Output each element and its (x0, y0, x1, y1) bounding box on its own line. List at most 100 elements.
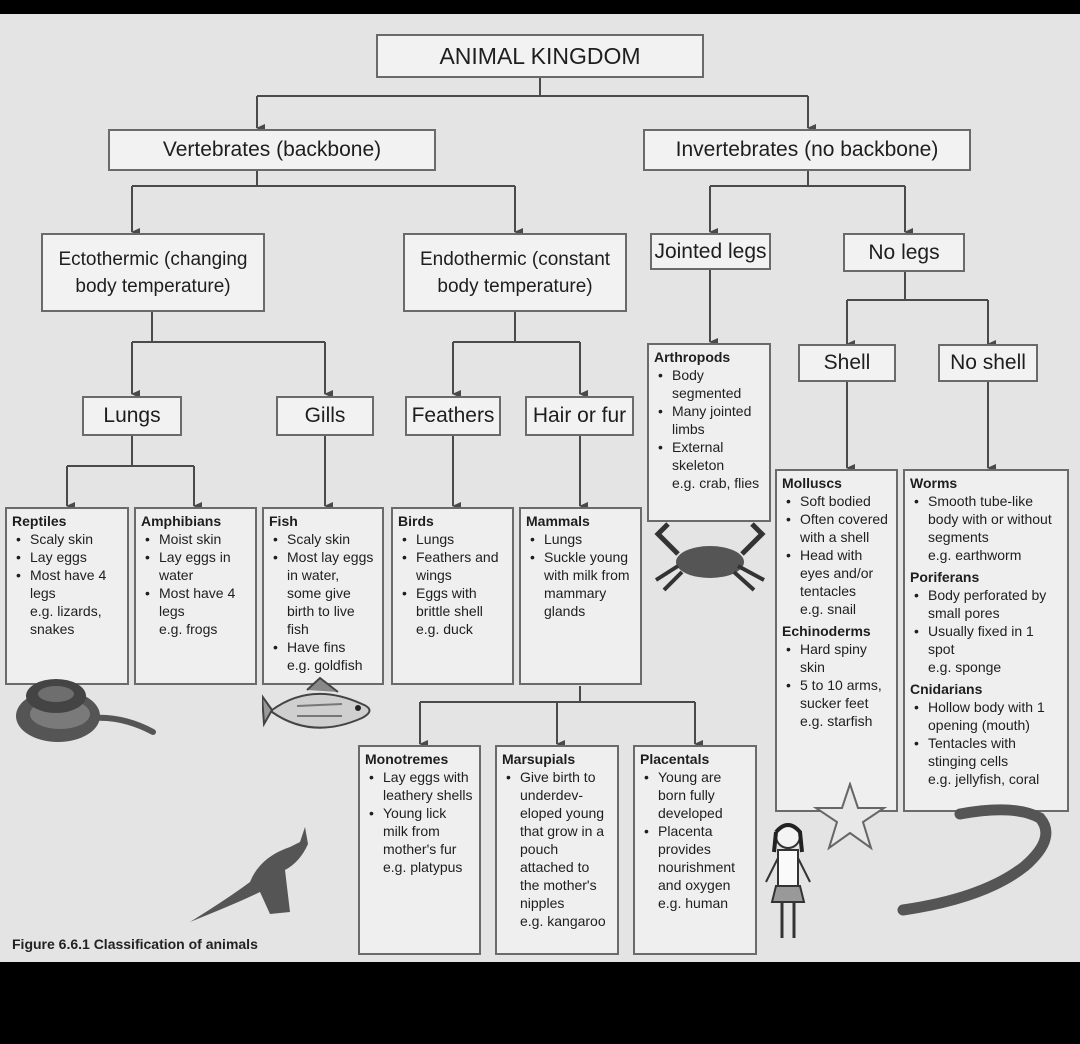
arthropods-item: Body segmented (658, 366, 764, 402)
amphibians-list: Moist skinLay eggs in waterMost have 4 l… (141, 530, 250, 620)
endothermic-label-line1: Endothermic (constant (419, 248, 611, 270)
girl-illustration (765, 823, 811, 938)
amphibians-item: Moist skin (145, 530, 250, 548)
arthropods-item: External skeleton (658, 438, 764, 474)
fish-title: Fish (269, 513, 298, 529)
fish-item: Most lay eggs in water, some give birth … (273, 548, 377, 638)
crab-illustration (654, 522, 766, 592)
connector-lines (66, 78, 996, 748)
jointed-legs-label: Jointed legs (654, 239, 767, 263)
reptiles-item: Most have 4 legs (16, 566, 122, 602)
cnidarians-example: e.g. jellyfish, coral (928, 771, 1040, 787)
molluscs-title: Molluscs (782, 475, 842, 491)
amphibians-item: Lay eggs in water (145, 548, 250, 584)
reptiles-item: Lay eggs (16, 548, 122, 566)
poriferans-example: e.g. sponge (928, 659, 1002, 675)
placentals-list: Young are born fully developedPlacenta p… (640, 768, 750, 894)
molluscs-item: Soft bodied (786, 492, 891, 510)
placentals-example: e.g. human (658, 895, 729, 911)
cnidarians-title: Cnidarians (910, 681, 983, 697)
poriferans-list: Body perforated by small poresUsually fi… (910, 586, 1062, 658)
birds-item: Eggs with brittle shell (402, 584, 507, 620)
no-legs-label: No legs (868, 240, 940, 264)
cnidarians-list: Hollow body with 1 opening (mouth)Tentac… (910, 698, 1062, 770)
no-shell-box: No shell (938, 344, 1038, 382)
reptiles-item: Scaly skin (16, 530, 122, 548)
starfish-illustration (812, 782, 888, 851)
monotremes-list: Lay eggs with leathery shellsYoung lick … (365, 768, 474, 858)
molluscs-item: Head with eyes and/or tentacles (786, 546, 891, 600)
ectothermic-label-line2: body temperature) (75, 275, 231, 297)
marsupials-item: Give birth to underdev-eloped young that… (506, 768, 612, 912)
cnidarians-item: Tentacles with stinging cells (914, 734, 1062, 770)
vertebrates-label: Vertebrates (backbone) (162, 138, 382, 161)
placentals-item: Placenta provides nourishment and oxygen (644, 822, 750, 894)
monotremes-item: Young lick milk from mother's fur (369, 804, 474, 858)
molluscs-echinoderms-box: MolluscsSoft bodiedOften covered with a … (775, 469, 898, 812)
worms-title: Worms (910, 475, 958, 491)
amphibians-box: AmphibiansMoist skinLay eggs in waterMos… (134, 507, 257, 685)
no-legs-box: No legs (843, 233, 965, 272)
monotremes-item: Lay eggs with leathery shells (369, 768, 474, 804)
mammals-title: Mammals (526, 513, 590, 529)
poriferans-item: Body perforated by small pores (914, 586, 1062, 622)
root-box: ANIMAL KINGDOM (376, 34, 704, 78)
monotremes-example: e.g. platypus (383, 859, 463, 875)
diagram-page: ANIMAL KINGDOM Vertebrates (backbone) In… (0, 14, 1080, 962)
figure-caption: Figure 6.6.1 Classification of animals (12, 936, 258, 952)
hair-or-fur-box: Hair or fur (525, 396, 634, 436)
invertebrates-label: Invertebrates (no backbone) (675, 138, 939, 161)
feathers-label: Feathers (411, 404, 495, 427)
reptiles-box: ReptilesScaly skinLay eggsMost have 4 le… (5, 507, 129, 685)
fish-item: Have fins (273, 638, 377, 656)
monotremes-box: MonotremesLay eggs with leathery shellsY… (358, 745, 481, 955)
molluscs-list: Soft bodiedOften covered with a shellHea… (782, 492, 891, 600)
worms-poriferans-cnidarians-box: WormsSmooth tube-like body with or witho… (903, 469, 1069, 812)
placentals-title: Placentals (640, 751, 710, 767)
amphibians-title: Amphibians (141, 513, 222, 529)
cnidarians-item: Hollow body with 1 opening (mouth) (914, 698, 1062, 734)
jointed-legs-box: Jointed legs (650, 233, 771, 270)
lungs-box: Lungs (82, 396, 182, 436)
fish-list: Scaly skinMost lay eggs in water, some g… (269, 530, 377, 656)
echinoderms-item: 5 to 10 arms, sucker feet (786, 676, 891, 712)
reptiles-title: Reptiles (12, 513, 67, 529)
poriferans-item: Usually fixed in 1 spot (914, 622, 1062, 658)
worms-list: Smooth tube-like body with or without se… (910, 492, 1062, 546)
amphibians-item: Most have 4 legs (145, 584, 250, 620)
no-shell-label: No shell (950, 351, 1026, 374)
arthropods-box: ArthropodsBody segmentedMany jointed lim… (647, 343, 771, 522)
birds-title: Birds (398, 513, 434, 529)
endothermic-box: Endothermic (constant body temperature) (403, 233, 627, 312)
echinoderms-list: Hard spiny skin5 to 10 arms, sucker feet (782, 640, 891, 712)
gills-box: Gills (276, 396, 374, 436)
echinoderms-title: Echinoderms (782, 623, 871, 639)
echinoderms-item: Hard spiny skin (786, 640, 891, 676)
shell-label: Shell (823, 351, 871, 374)
fish-box: FishScaly skinMost lay eggs in water, so… (262, 507, 384, 685)
poriferans-title: Poriferans (910, 569, 980, 585)
kangaroo-illustration (190, 827, 308, 922)
fish-example: e.g. goldfish (287, 657, 363, 673)
lungs-label: Lungs (103, 404, 161, 427)
root-label: ANIMAL KINGDOM (439, 42, 641, 69)
placentals-item: Young are born fully developed (644, 768, 750, 822)
birds-list: LungsFeathers and wingsEggs with brittle… (398, 530, 507, 620)
monotremes-title: Monotremes (365, 751, 449, 767)
birds-item: Lungs (402, 530, 507, 548)
mammals-item: Lungs (530, 530, 635, 548)
invertebrates-box: Invertebrates (no backbone) (643, 129, 971, 171)
marsupials-title: Marsupials (502, 751, 576, 767)
marsupials-list: Give birth to underdev-eloped young that… (502, 768, 612, 912)
reptiles-example: e.g. lizards, snakes (30, 603, 102, 637)
snake-illustration (16, 679, 156, 742)
mammals-list: LungsSuckle young with milk from mammary… (526, 530, 635, 620)
worm-illustration (897, 804, 1052, 916)
fish-illustration (262, 676, 371, 729)
worms-example: e.g. earthworm (928, 547, 1022, 563)
arthropods-item: Many jointed limbs (658, 402, 764, 438)
ectothermic-box: Ectothermic (changing body temperature) (41, 233, 265, 312)
mammals-item: Suckle young with milk from mammary glan… (530, 548, 635, 620)
birds-box: BirdsLungsFeathers and wingsEggs with br… (391, 507, 514, 685)
molluscs-example: e.g. snail (800, 601, 857, 617)
